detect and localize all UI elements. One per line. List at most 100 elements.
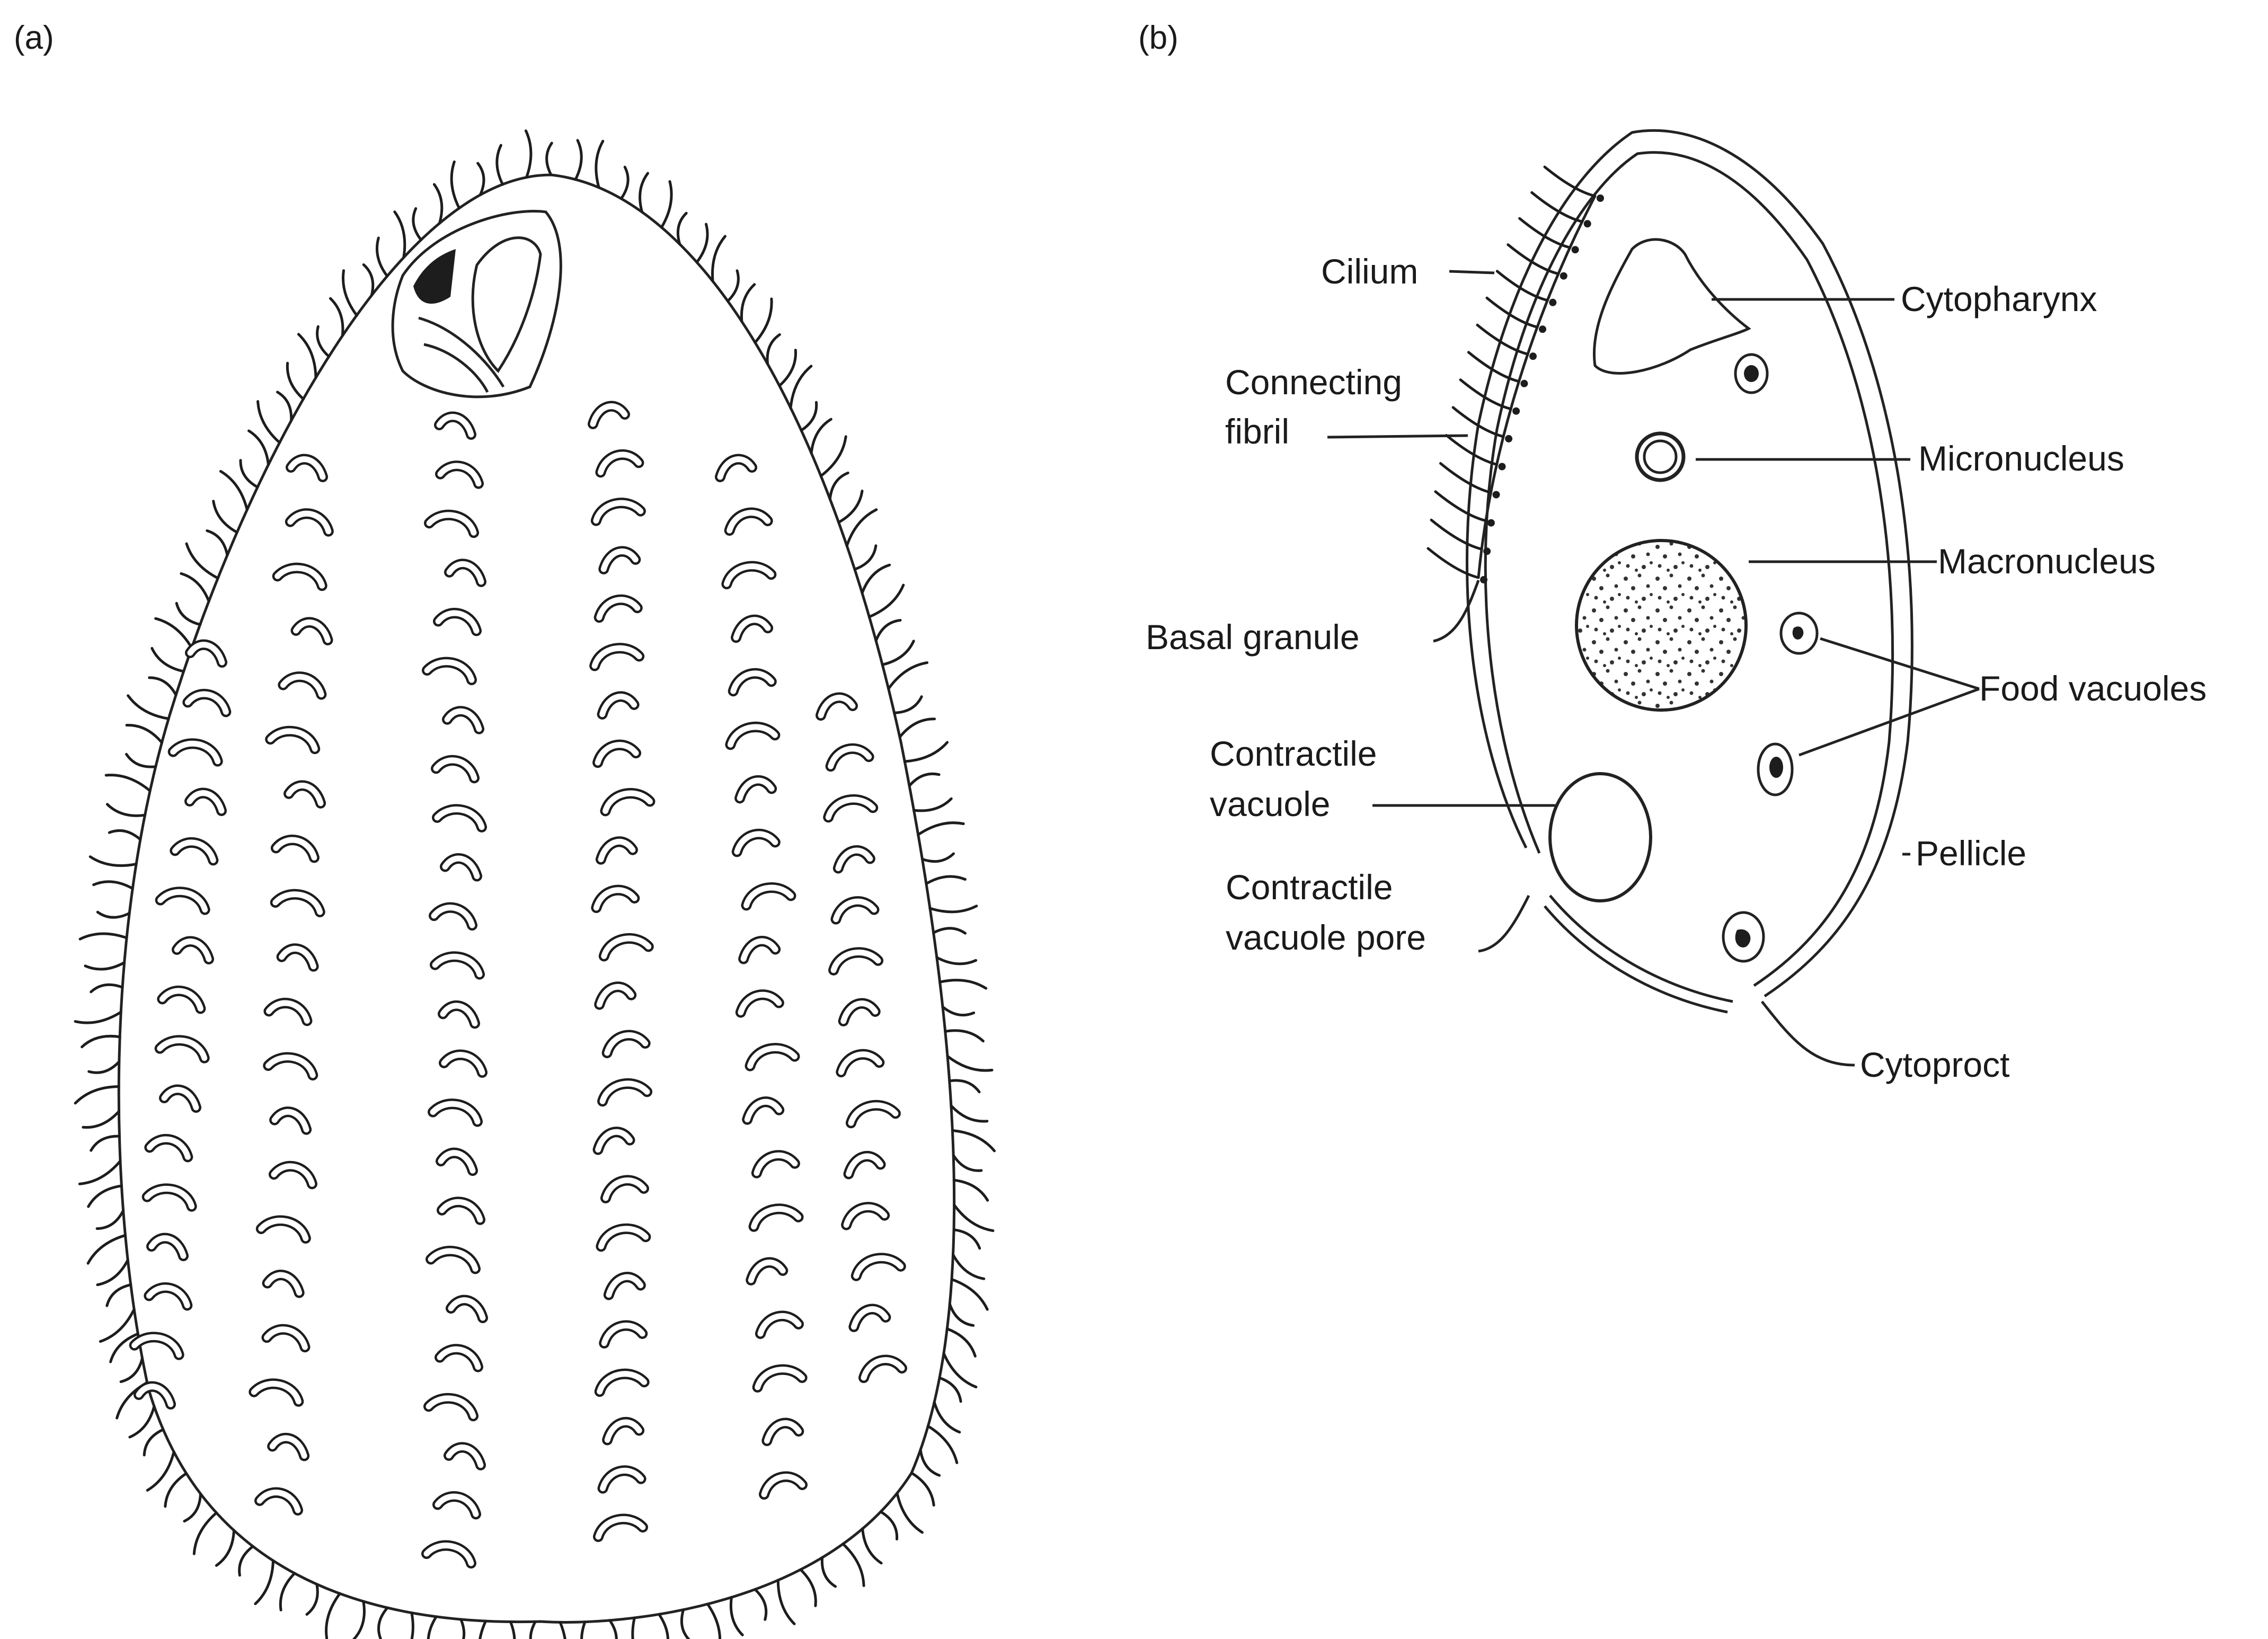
cilium-mark — [581, 1622, 588, 1639]
cilium-mark — [428, 1617, 436, 1639]
marginal-cilia — [75, 131, 995, 1639]
label-basal-granule: Basal granule — [1146, 617, 1360, 657]
cilium-mark — [413, 209, 421, 240]
cilium-mark — [943, 1007, 974, 1015]
food-vacuole — [1735, 355, 1767, 393]
cilium-mark — [128, 696, 169, 719]
cilium-mark — [156, 618, 192, 648]
cilium-mark — [811, 419, 831, 453]
cilium-mark — [258, 402, 280, 443]
cilium-mark — [127, 725, 162, 742]
cilium-mark — [326, 1593, 340, 1638]
basal-granule-mark — [1505, 435, 1512, 442]
cilium-mark — [661, 182, 671, 228]
cilium-mark — [621, 167, 628, 199]
cilium-mark — [214, 501, 237, 533]
cilium-mark — [395, 212, 405, 258]
cilium-mark — [509, 1622, 515, 1639]
cilium-mark — [953, 1255, 984, 1279]
cilium-mark — [707, 1604, 720, 1639]
cilium-mark — [847, 510, 876, 546]
cilium-mark — [900, 719, 935, 737]
basal-granule-mark — [1512, 407, 1520, 415]
cilium-mark — [75, 1012, 121, 1023]
cilium-mark — [697, 224, 707, 262]
cilium-mark — [862, 565, 890, 593]
basal-granule-mark — [1493, 491, 1500, 499]
cilium-mark — [94, 882, 133, 889]
label-cytopharynx: Cytopharynx — [1901, 279, 2097, 318]
cilium-mark — [88, 1235, 125, 1263]
cilium-mark — [497, 145, 503, 184]
cilium-mark — [97, 1211, 123, 1229]
cilium-mark — [107, 804, 145, 816]
cilium-mark — [75, 1087, 119, 1103]
cilium-mark — [930, 906, 977, 912]
basal-granule-mark — [1483, 547, 1491, 555]
basal-granule-mark — [1487, 519, 1495, 527]
cilium-mark — [149, 678, 176, 695]
cilium-mark — [144, 1430, 163, 1455]
cilium-mark — [923, 854, 954, 862]
cilium-mark — [378, 1608, 387, 1639]
cilium-mark — [640, 173, 648, 212]
cilium-mark — [791, 366, 811, 408]
cilium-mark — [184, 1494, 201, 1521]
cilium-mark — [85, 963, 125, 970]
cilium-mark — [928, 1426, 957, 1463]
oral-region — [393, 211, 561, 397]
basal-granule-mark — [1549, 299, 1556, 306]
cilium-mark — [940, 1378, 961, 1402]
cilium-mark — [926, 876, 965, 884]
cilium-mark — [88, 1186, 122, 1207]
cilium-mark — [681, 1610, 690, 1639]
basal-granule-mark — [1480, 576, 1487, 583]
cell-body-outline — [119, 175, 954, 1622]
cilium-mark — [216, 1530, 234, 1565]
cilium-mark — [610, 1620, 617, 1639]
cilium-mark — [364, 265, 373, 296]
label-pellicle: Pellicle — [1916, 834, 2026, 873]
cilium-mark — [176, 603, 200, 624]
ciliate-external-view — [75, 131, 995, 1639]
cilium-mark — [894, 697, 922, 713]
cilium-mark — [451, 162, 459, 208]
basal-granule-mark — [1499, 463, 1506, 471]
cilium-mark — [779, 350, 796, 386]
food-vacuole — [1758, 744, 1792, 795]
cilium-mark — [839, 491, 862, 522]
cilium-mark — [109, 830, 140, 839]
label-connecting-fibril-line2: fibril — [1225, 412, 1289, 451]
cilium-mark — [91, 985, 122, 992]
cilium-mark — [801, 402, 817, 430]
cilium-mark — [952, 1279, 987, 1309]
cilium-mark — [954, 1230, 980, 1248]
cilium-mark — [560, 1622, 566, 1639]
cilium-mark — [918, 823, 964, 835]
cilium-mark — [869, 585, 903, 617]
cilium-mark — [755, 299, 772, 342]
ciliate-labelled-diagram: Cilium Connecting fibril Basal granule C… — [1146, 130, 2207, 1084]
cilium-mark — [1436, 492, 1486, 521]
cilium-mark — [889, 663, 927, 689]
label-contractile-vacuole-line1: Contractile — [1210, 734, 1377, 773]
food-vacuole — [1781, 613, 1817, 653]
label-food-vacuoles: Food vacuoles — [1979, 669, 2207, 708]
cilium-mark — [863, 1529, 881, 1563]
cilium-mark — [1441, 464, 1491, 493]
cilium-mark — [98, 912, 129, 917]
cilium-mark — [843, 1544, 864, 1586]
cilium-mark — [822, 1557, 835, 1587]
macronucleus-shape — [1576, 541, 1746, 710]
leader-connecting-fibril — [1327, 436, 1468, 437]
cilium-mark — [82, 1036, 120, 1047]
label-cilium: Cilium — [1321, 252, 1418, 291]
cilium-mark — [241, 460, 258, 488]
cilium-mark — [89, 1062, 119, 1073]
cilium-mark — [127, 754, 156, 767]
cilium-mark — [767, 334, 779, 364]
contractile-vacuole-shape — [1550, 774, 1651, 901]
cilium-mark — [106, 775, 150, 791]
pellicle-posterior — [1550, 896, 1733, 1002]
cilium-mark — [947, 1056, 992, 1070]
